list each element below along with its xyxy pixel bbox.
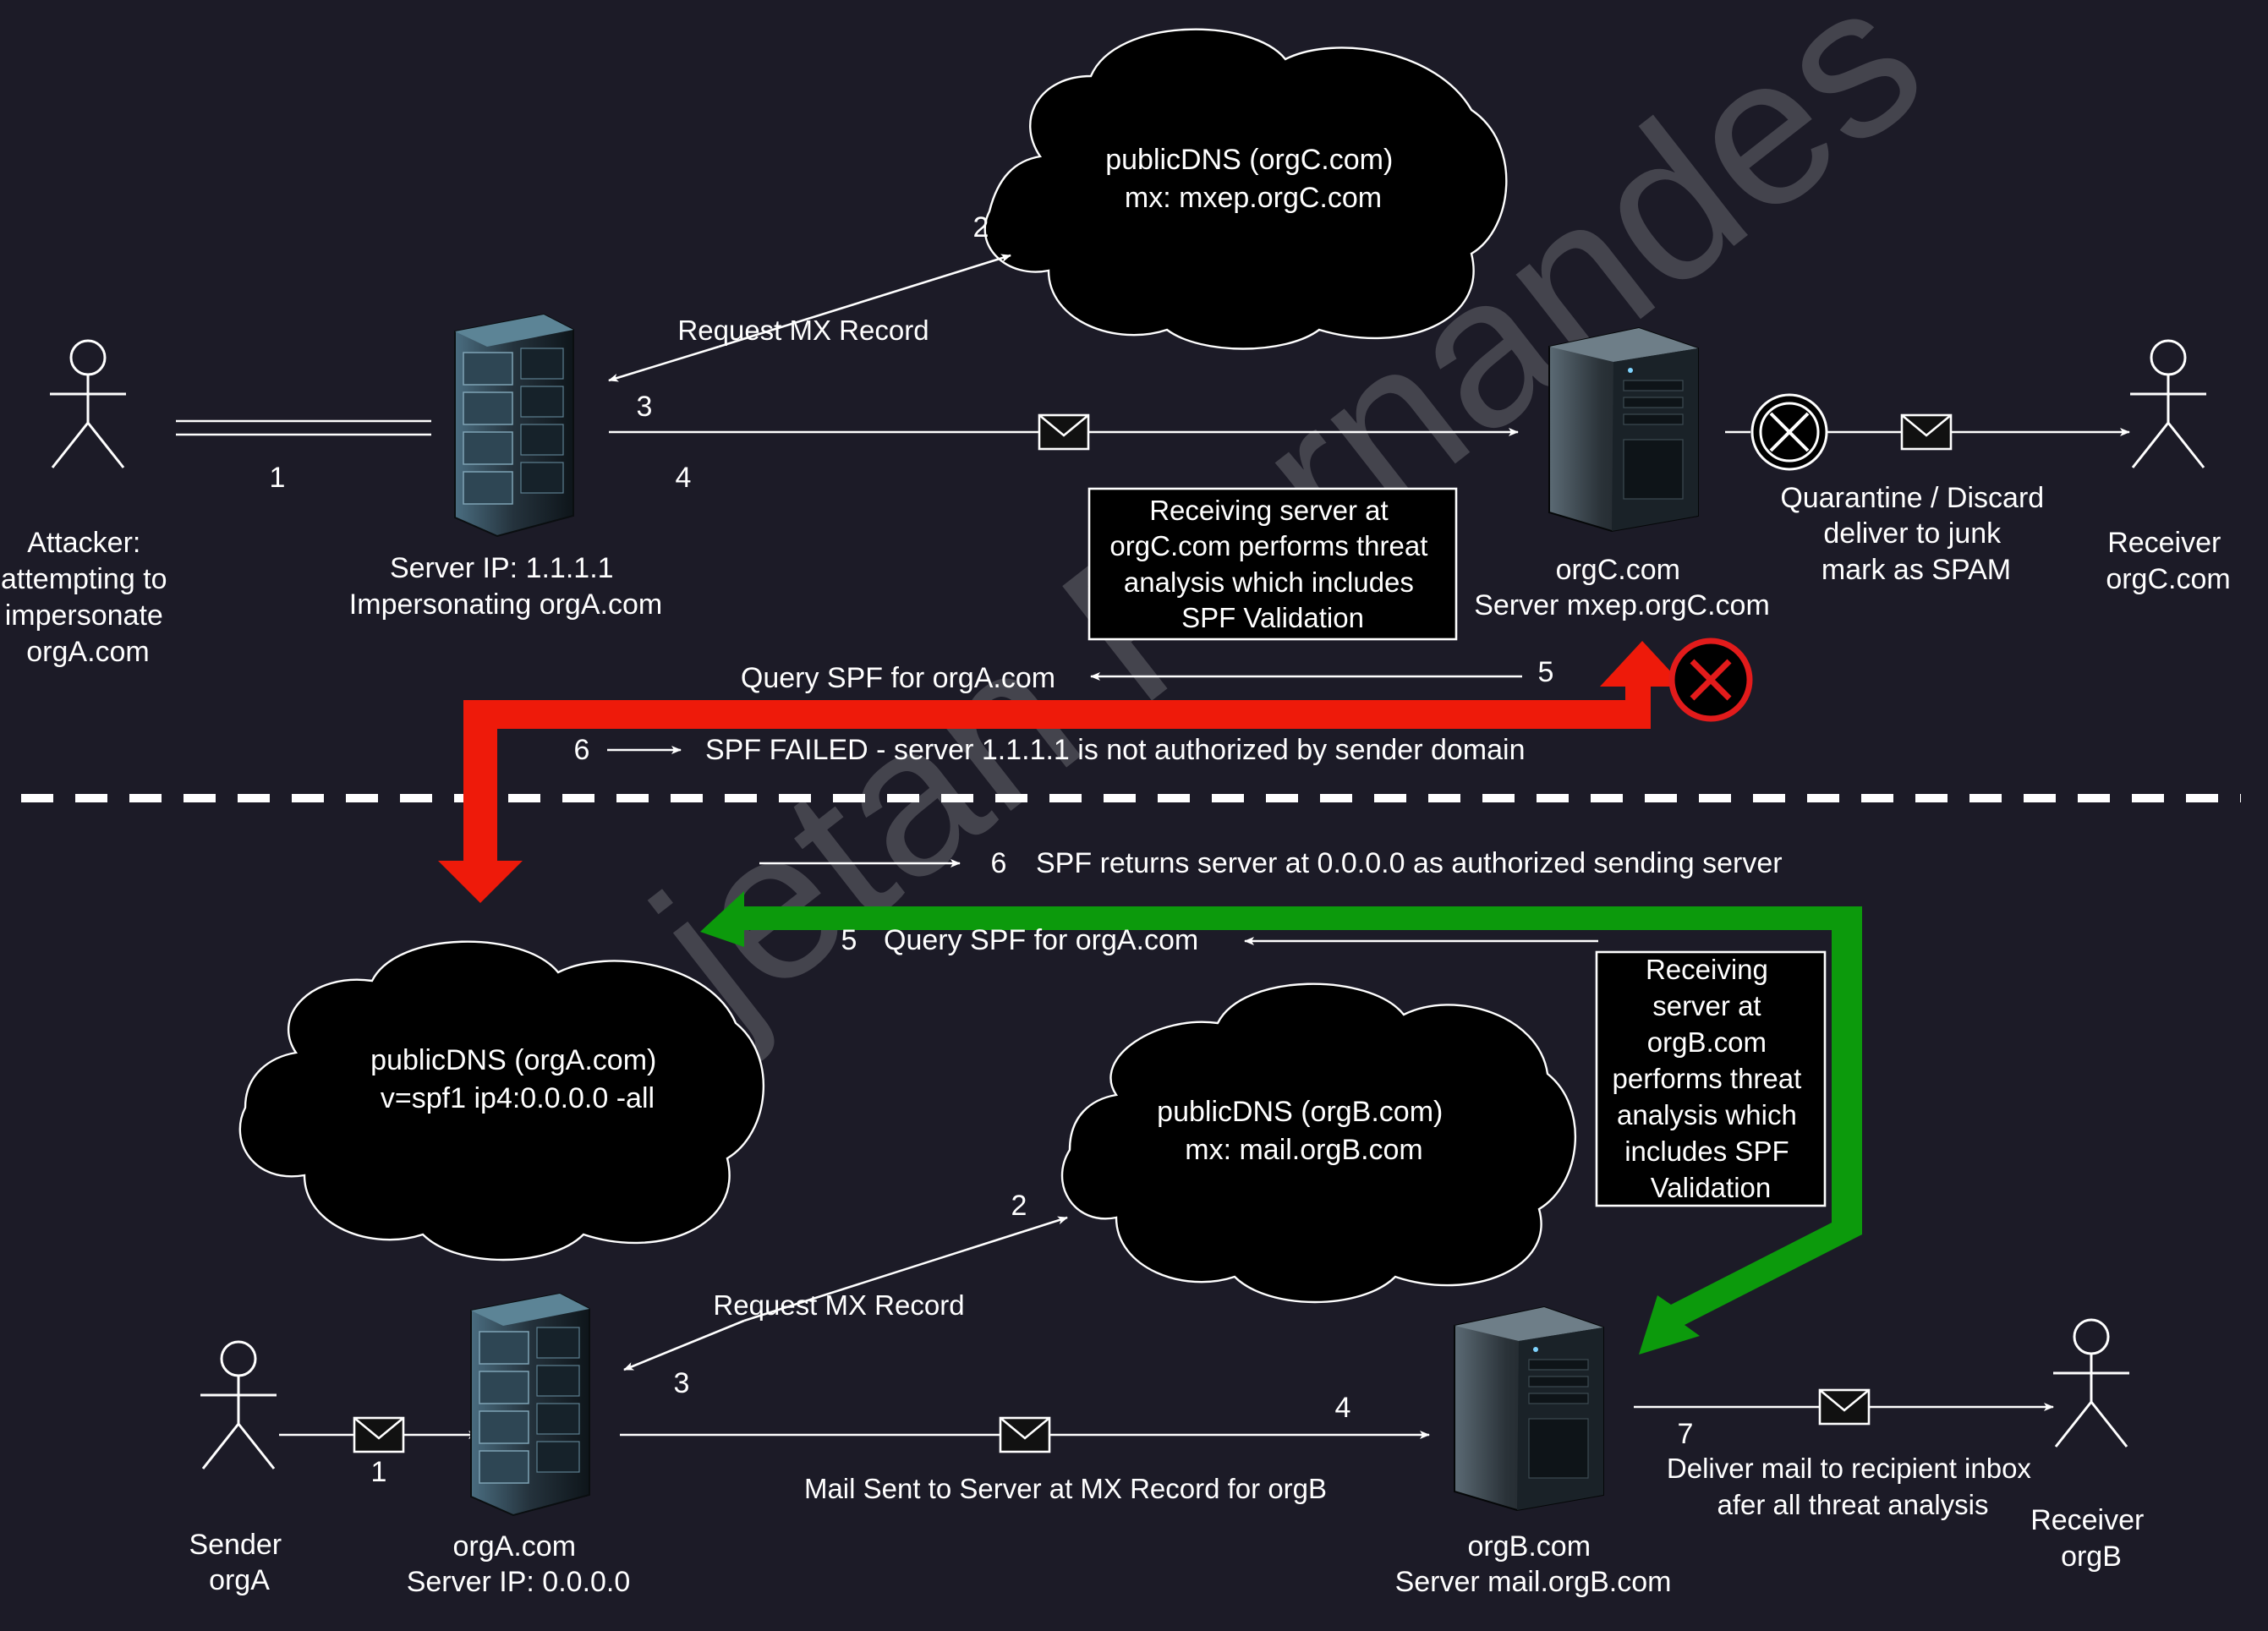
step-6-top: 6	[574, 734, 590, 766]
step-1-bottom: 1	[371, 1456, 387, 1488]
step-6-bottom: 6	[991, 847, 1007, 879]
request-mx-bottom: Request MX Record	[713, 1289, 964, 1321]
quarantine-label: Quarantine / Discard deliver to junk mar…	[1780, 482, 2052, 586]
step-5-bottom: 5	[841, 924, 857, 956]
receiver-orgb-actor	[2052, 1318, 2131, 1448]
receiver-orgc-label: Receiver orgC.com	[2106, 527, 2230, 595]
receiving-box-orgb	[1595, 950, 1827, 1207]
receiving-box-orgc-label: Receiving server at orgC.com performs th…	[1109, 495, 1435, 633]
envelope-icon	[1038, 413, 1090, 451]
request-mx-top: Request MX Record	[677, 315, 929, 346]
block-icon	[1750, 393, 1828, 471]
attacker-server-icon	[454, 314, 574, 537]
receiving-box-orgc	[1087, 487, 1458, 641]
sender-actor	[199, 1340, 278, 1470]
cloud-orga-label: publicDNS (orgA.com) v=spf1 ip4:0.0.0.0 …	[370, 1044, 665, 1114]
step-4-bottom: 4	[1335, 1392, 1351, 1424]
orgc-server-label: orgC.com Server mxep.orgC.com	[1474, 554, 1770, 621]
step-2-top: 2	[973, 211, 989, 244]
receiver-orgc-actor	[2128, 339, 2208, 469]
spf-returns-label: SPF returns server at 0.0.0.0 as authori…	[1036, 847, 1783, 879]
arrow-3-top	[608, 345, 720, 382]
query-spf-bottom: Query SPF for orgA.com	[884, 924, 1198, 956]
envelope-icon	[1818, 1388, 1871, 1426]
orga-server-label: orgA.com Server IP: 0.0.0.0	[407, 1530, 631, 1598]
fail-icon	[1668, 638, 1753, 722]
fail-arrow	[438, 641, 1685, 903]
attacker-server-label: Server IP: 1.1.1.1 Impersonating orgA.co…	[349, 552, 662, 621]
orgb-server-label: orgB.com Server mail.orgB.com	[1395, 1530, 1672, 1598]
step-3-bottom: 3	[674, 1367, 690, 1399]
arrow-2-top	[718, 254, 1011, 348]
attacker-actor	[48, 339, 128, 469]
deliver-label: Deliver mail to recipient inbox afer all…	[1667, 1453, 2039, 1520]
orgb-server-icon	[1454, 1306, 1604, 1511]
orgc-server-icon	[1548, 327, 1699, 532]
arrow-2-bottom	[743, 1216, 1068, 1322]
cloud-orgb	[1060, 982, 1577, 1304]
cloud-orgc	[983, 28, 1508, 350]
sender-label: Sender orgA	[189, 1529, 289, 1596]
step-3-top: 3	[637, 391, 653, 423]
step-7-bottom: 7	[1678, 1418, 1694, 1450]
step-1-top: 1	[270, 462, 286, 494]
query-spf-top: Query SPF for orgA.com	[741, 662, 1055, 694]
cloud-orgc-label: publicDNS (orgC.com) mx: mxep.orgC.com	[1105, 144, 1401, 214]
cloud-orga	[238, 940, 765, 1262]
arrow-3-bottom	[623, 1319, 745, 1371]
envelope-icon	[353, 1416, 405, 1453]
orga-server-icon	[470, 1293, 590, 1516]
step-2-bottom: 2	[1011, 1190, 1027, 1222]
receiving-box-orgb-label: Receiving server at orgB.com performs th…	[1613, 954, 1810, 1203]
mail-sent-label: Mail Sent to Server at MX Record for org…	[804, 1473, 1327, 1504]
receiver-orgb-label: Receiver orgB	[2030, 1504, 2152, 1573]
attacker-label: Attacker: attempting to impersonate orgA…	[1, 527, 175, 668]
envelope-icon	[1900, 413, 1953, 451]
step-5-top: 5	[1538, 656, 1554, 688]
envelope-icon	[999, 1416, 1051, 1453]
spf-failed-label: SPF FAILED - server 1.1.1.1 is not autho…	[705, 734, 1525, 766]
cloud-orgb-label: publicDNS (orgB.com) mx: mail.orgB.com	[1157, 1096, 1451, 1166]
step-4-top: 4	[676, 462, 692, 494]
